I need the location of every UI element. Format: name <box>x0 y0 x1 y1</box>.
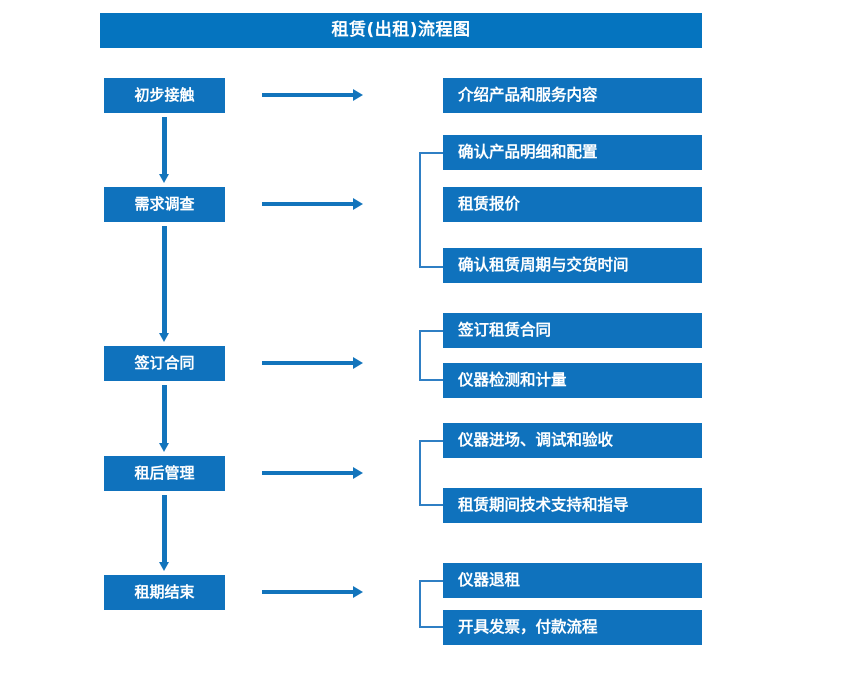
detail-box-介绍产品和服务内容[interactable]: 介绍产品和服务内容 <box>443 78 702 113</box>
page-title: 租赁(出租)流程图 <box>331 20 471 40</box>
stage-label: 签订合同 <box>134 354 195 372</box>
group-bracket-签订合同 <box>419 330 443 381</box>
stage-label: 租后管理 <box>134 464 195 482</box>
detail-label: 开具发票，付款流程 <box>458 617 598 636</box>
stage-label: 初步接触 <box>134 86 195 104</box>
stage-label: 需求调查 <box>134 195 195 213</box>
detail-box-签订租赁合同[interactable]: 签订租赁合同 <box>443 313 702 348</box>
stage-box-签订合同[interactable]: 签订合同 <box>104 346 225 381</box>
right-arrow-icon-4 <box>262 467 363 479</box>
down-arrow-icon-3 <box>159 385 169 452</box>
right-arrow-icon-5 <box>262 586 363 598</box>
diagram-title-bar: 租赁(出租)流程图 <box>100 13 702 48</box>
detail-label: 仪器进场、调试和验收 <box>458 430 614 449</box>
group-bracket-租后管理 <box>419 440 443 506</box>
down-arrow-icon-2 <box>159 226 169 342</box>
detail-label: 仪器退租 <box>458 570 521 589</box>
detail-box-确认产品明细和配置[interactable]: 确认产品明细和配置 <box>443 135 702 170</box>
detail-box-仪器退租[interactable]: 仪器退租 <box>443 563 702 598</box>
right-arrow-icon-2 <box>262 198 363 210</box>
detail-box-确认租赁周期与交货时间[interactable]: 确认租赁周期与交货时间 <box>443 248 702 283</box>
detail-label: 租赁报价 <box>458 194 521 213</box>
down-arrow-icon-4 <box>159 495 169 571</box>
detail-box-租赁报价[interactable]: 租赁报价 <box>443 187 702 222</box>
detail-box-仪器检测和计量[interactable]: 仪器检测和计量 <box>443 363 702 398</box>
down-arrow-icon-1 <box>159 117 169 183</box>
detail-label: 确认租赁周期与交货时间 <box>458 255 629 274</box>
stage-box-租后管理[interactable]: 租后管理 <box>104 456 225 491</box>
detail-label: 签订租赁合同 <box>458 320 552 339</box>
group-bracket-租期结束 <box>419 580 443 628</box>
detail-box-租赁期间技术支持和指导[interactable]: 租赁期间技术支持和指导 <box>443 488 702 523</box>
detail-label: 仪器检测和计量 <box>458 370 567 389</box>
stage-box-初步接触[interactable]: 初步接触 <box>104 78 225 113</box>
detail-label: 租赁期间技术支持和指导 <box>458 495 629 514</box>
detail-label: 介绍产品和服务内容 <box>458 85 598 104</box>
stage-label: 租期结束 <box>134 583 195 601</box>
right-arrow-icon-3 <box>262 357 363 369</box>
detail-box-开具发票付款流程[interactable]: 开具发票，付款流程 <box>443 610 702 645</box>
detail-box-仪器进场调试和验收[interactable]: 仪器进场、调试和验收 <box>443 423 702 458</box>
detail-label: 确认产品明细和配置 <box>458 142 598 161</box>
right-arrow-icon-1 <box>262 89 363 101</box>
stage-box-租期结束[interactable]: 租期结束 <box>104 575 225 610</box>
group-bracket-需求调查 <box>419 152 443 268</box>
stage-box-需求调查[interactable]: 需求调查 <box>104 187 225 222</box>
